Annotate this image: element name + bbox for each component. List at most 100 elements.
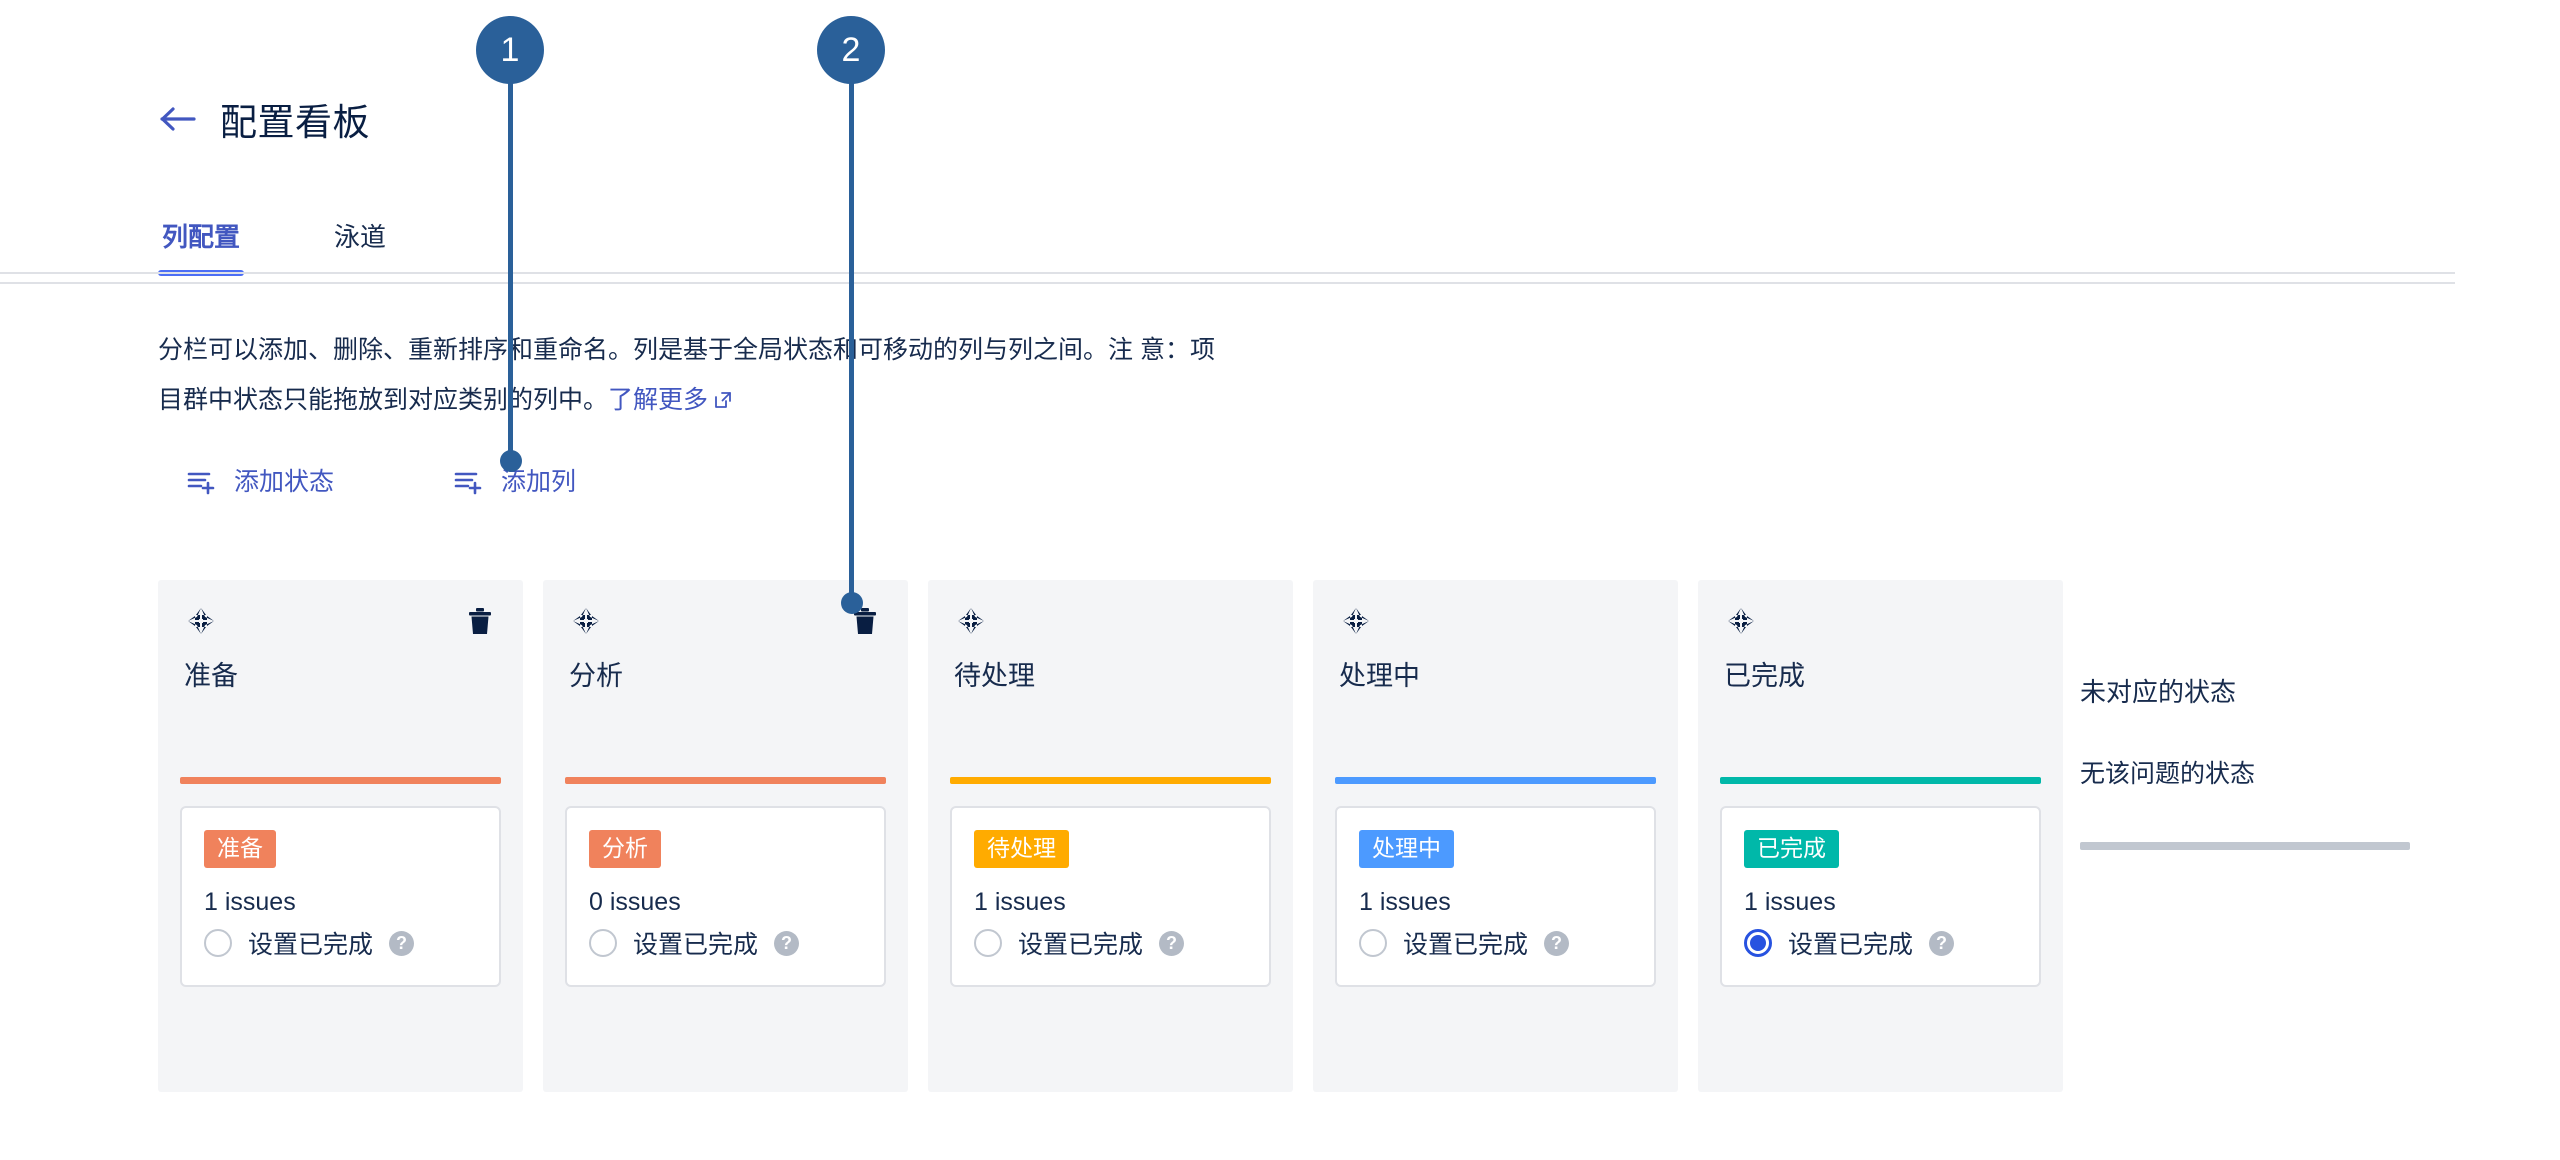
move-arrows-icon[interactable] [569,604,603,638]
description-line-2: 意：项目群中状态只能拖放到对应类别的列中。 [158,336,1215,414]
column-accent-bar [565,777,886,784]
column-header [158,580,523,634]
set-done-radio[interactable] [974,929,1002,958]
external-link-icon [713,377,733,427]
move-arrows-icon[interactable] [1724,604,1758,638]
issues-count: 1 issues [204,888,296,917]
status-badge: 准备 [204,830,276,869]
set-done-label: 设置已完成 [1403,931,1529,960]
status-badge: 已完成 [1744,830,1839,869]
column-spacer [158,693,523,777]
set-done-radio[interactable] [1359,929,1387,958]
set-done-label: 设置已完成 [1018,931,1144,960]
set-done-label: 设置已完成 [633,931,759,960]
board-column: 分析 分析 0 issues 设置已完成 ? [543,580,908,1092]
unmapped-statuses-panel: 未对应的状态 无该问题的状态 [2080,672,2480,850]
status-card[interactable]: 已完成 1 issues 设置已完成 ? [1720,806,2041,988]
learn-more-link[interactable]: 了解更多 [608,386,733,414]
column-header [928,580,1293,634]
column-accent-bar [1335,777,1656,784]
list-plus-icon [185,464,217,496]
annotation-line-1 [508,75,513,457]
column-title[interactable]: 准备 [184,661,238,691]
action-links: 添加状态 添加列 [185,462,576,498]
status-card[interactable]: 分析 0 issues 设置已完成 ? [565,806,886,988]
add-column-link[interactable]: 添加列 [452,462,576,498]
tabs-divider [0,272,2455,274]
annotation-dot-2 [841,592,863,614]
done-setting-row: 设置已完成 ? [974,925,1247,961]
done-setting-row: 设置已完成 ? [1359,925,1632,961]
column-accent-bar [1720,777,2041,784]
question-circle-icon[interactable]: ? [389,930,415,956]
set-done-radio[interactable] [204,929,232,958]
status-badge: 分析 [589,830,661,869]
set-done-radio[interactable] [589,929,617,958]
set-done-radio[interactable] [1744,929,1772,958]
column-spacer [1313,693,1678,777]
unmapped-subtitle: 无该问题的状态 [2080,760,2256,788]
column-title[interactable]: 处理中 [1339,661,1420,691]
issues-count: 1 issues [1744,888,1836,917]
annotation-dot-1 [500,450,522,472]
board-column: 处理中 处理中 1 issues 设置已完成 ? [1313,580,1678,1092]
question-circle-icon[interactable]: ? [1544,930,1570,956]
question-circle-icon[interactable]: ? [774,930,800,956]
annotation-marker-1: 1 [476,16,544,84]
question-circle-icon[interactable]: ? [1159,930,1185,956]
add-column-label: 添加列 [501,468,577,496]
tab-column-config[interactable]: 列配置 [158,205,245,276]
header-divider [0,282,2455,284]
set-done-label: 设置已完成 [248,931,374,960]
unmapped-divider-bar [2080,842,2410,850]
done-setting-row: 设置已完成 ? [1744,925,2017,961]
tab-swimlanes[interactable]: 泳道 [334,222,387,252]
question-circle-icon[interactable]: ? [1929,930,1955,956]
column-title[interactable]: 已完成 [1724,661,1805,691]
set-done-label: 设置已完成 [1788,931,1914,960]
description-line-1: 分栏可以添加、删除、重新排序和重命名。列是基于全局状态和可移动的列与列之间。注 [158,336,1134,364]
issues-count: 1 issues [1359,888,1451,917]
tab-bar: 列配置 泳道 [158,205,476,276]
status-badge: 处理中 [1359,830,1454,869]
done-setting-row: 设置已完成 ? [589,925,862,961]
page-header: 配置看板 [0,92,2455,284]
move-arrows-icon[interactable] [1339,604,1373,638]
column-title[interactable]: 分析 [569,661,623,691]
learn-more-label: 了解更多 [608,386,709,414]
move-arrows-icon[interactable] [954,604,988,638]
annotation-marker-2: 2 [817,16,885,84]
column-header [1698,580,2063,634]
arrow-left-icon[interactable] [158,99,198,139]
issues-count: 1 issues [974,888,1066,917]
trash-icon[interactable] [848,604,882,638]
move-arrows-icon[interactable] [184,604,218,638]
column-title[interactable]: 待处理 [954,661,1035,691]
column-header [1313,580,1678,634]
annotation-line-2 [849,75,854,599]
status-card[interactable]: 待处理 1 issues 设置已完成 ? [950,806,1271,988]
add-status-link[interactable]: 添加状态 [185,462,334,498]
unmapped-title: 未对应的状态 [2080,677,2237,707]
column-spacer [928,693,1293,777]
column-accent-bar [950,777,1271,784]
column-spacer [543,693,908,777]
column-spacer [1698,693,2063,777]
add-status-label: 添加状态 [234,468,335,496]
issues-count: 0 issues [589,888,681,917]
status-badge: 待处理 [974,830,1069,869]
trash-icon[interactable] [463,604,497,638]
board-column: 待处理 待处理 1 issues 设置已完成 ? [928,580,1293,1092]
board-column: 已完成 已完成 1 issues 设置已完成 ? [1698,580,2063,1092]
back-title-row: 配置看板 [158,92,370,146]
column-accent-bar [180,777,501,784]
column-header [543,580,908,634]
list-plus-icon [452,464,484,496]
status-card[interactable]: 准备 1 issues 设置已完成 ? [180,806,501,988]
board-column: 准备 准备 1 issues 设置已完成 ? [158,580,523,1092]
done-setting-row: 设置已完成 ? [204,925,477,961]
description-text: 分栏可以添加、删除、重新排序和重命名。列是基于全局状态和可移动的列与列之间。注 … [158,325,1218,427]
board-columns: 准备 准备 1 issues 设置已完成 ? [158,580,2063,1092]
status-card[interactable]: 处理中 1 issues 设置已完成 ? [1335,806,1656,988]
